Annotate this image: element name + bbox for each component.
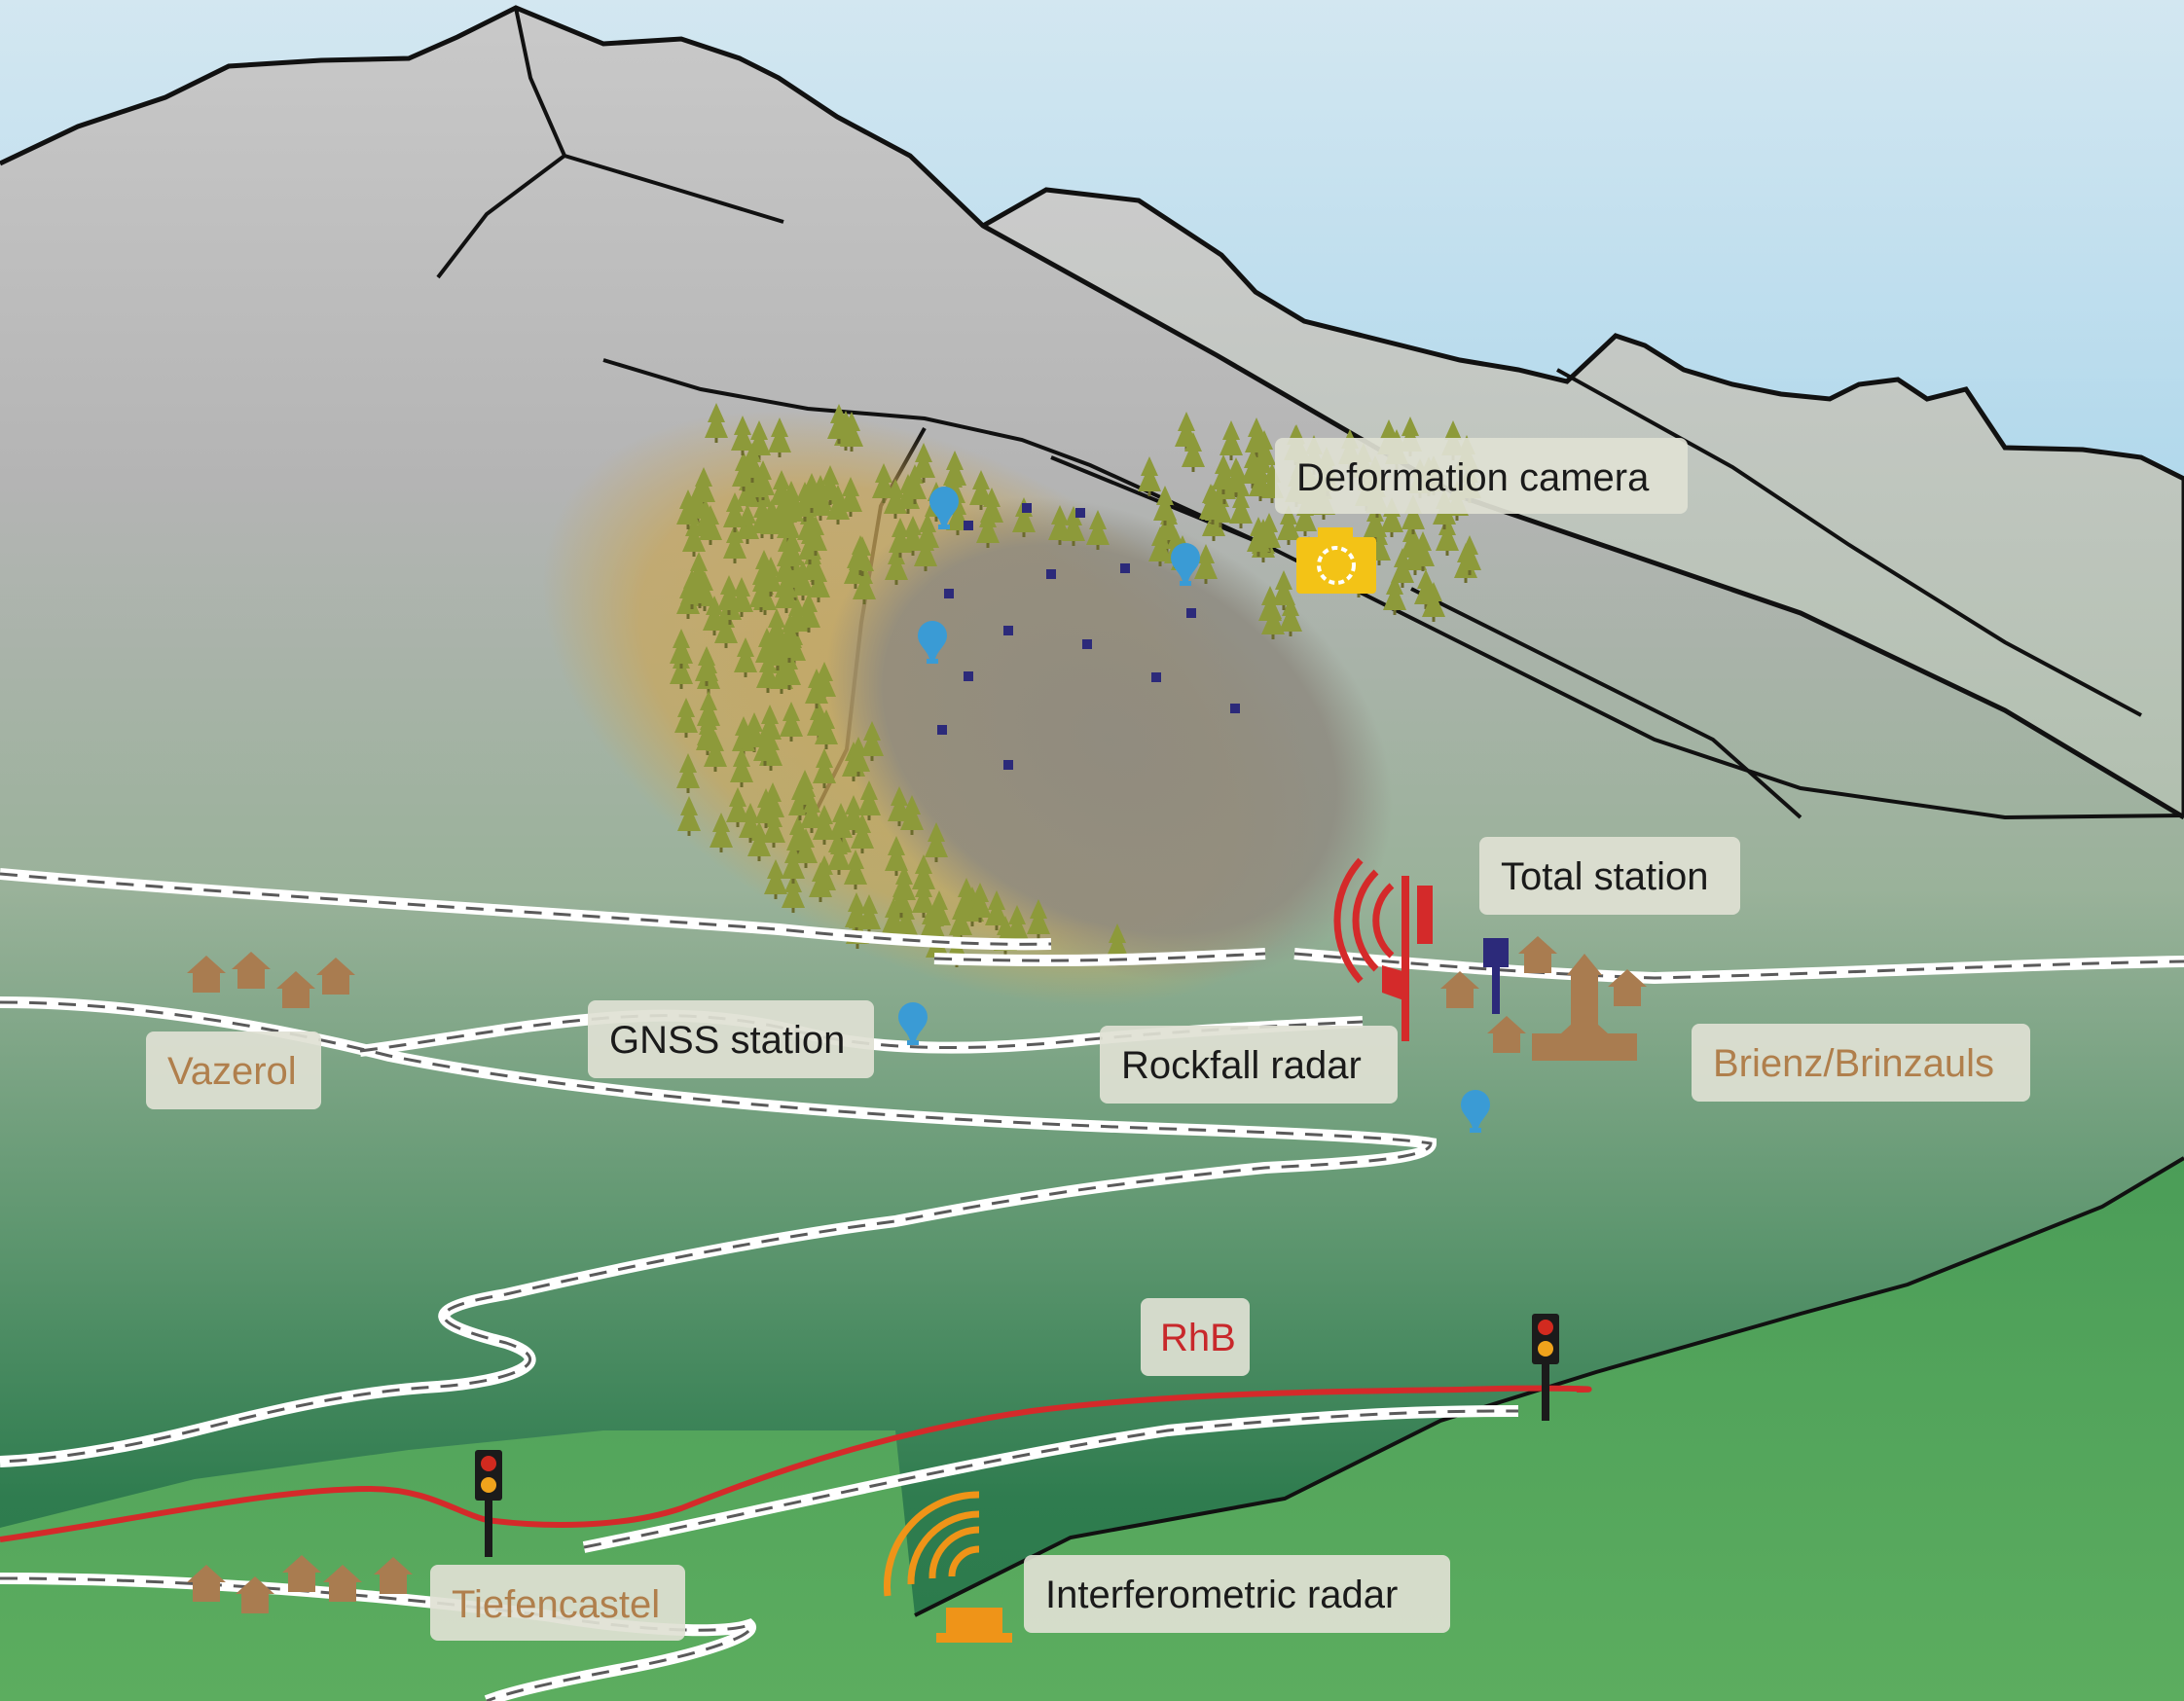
svg-text:Tiefencastel: Tiefencastel: [452, 1583, 660, 1626]
label-rhb: RhB: [1141, 1298, 1250, 1376]
svg-text:Total station: Total station: [1501, 855, 1708, 898]
prism-marker: [1003, 626, 1013, 635]
label-brienz: Brienz/Brinzauls: [1692, 1024, 2030, 1102]
svg-text:Interferometric radar: Interferometric radar: [1045, 1574, 1398, 1616]
camera-icon: [1296, 527, 1376, 594]
railway-line: [0, 1385, 1592, 1542]
prism-marker: [1120, 563, 1130, 573]
label-gnss-station: GNSS station: [588, 1000, 874, 1078]
prism-marker: [1075, 508, 1085, 518]
svg-text:RhB: RhB: [1160, 1317, 1236, 1359]
prism-marker: [964, 521, 973, 530]
prism-marker: [1046, 569, 1056, 579]
prism-marker: [964, 671, 973, 681]
svg-text:Deformation camera: Deformation camera: [1296, 456, 1650, 499]
prism-marker: [1082, 639, 1092, 649]
svg-text:Brienz/Brinzauls: Brienz/Brinzauls: [1713, 1042, 1994, 1085]
village-brienz: [1440, 936, 1647, 1061]
prism-marker: [1022, 503, 1032, 513]
prism-marker: [937, 725, 947, 735]
prism-marker: [944, 589, 954, 598]
total-station-icon: [1483, 938, 1509, 1014]
landslide-core-zone: [825, 497, 1394, 982]
svg-text:Vazerol: Vazerol: [167, 1050, 297, 1093]
svg-text:GNSS station: GNSS station: [609, 1019, 845, 1062]
prism-marker: [1230, 704, 1240, 713]
prism-marker: [1151, 672, 1161, 682]
prism-marker: [1186, 608, 1196, 618]
interferometric-radar-icon: [883, 1491, 1012, 1643]
foreground-slope-edge: [914, 1156, 2184, 1617]
prism-marker: [1003, 760, 1013, 770]
label-deformation-camera: Deformation camera: [1275, 438, 1688, 514]
label-interferometric-radar: Interferometric radar: [1024, 1555, 1450, 1633]
label-tiefencastel: Tiefencastel: [430, 1565, 685, 1641]
label-total-station: Total station: [1479, 837, 1740, 915]
label-vazerol: Vazerol: [146, 1031, 321, 1109]
svg-text:Rockfall radar: Rockfall radar: [1121, 1044, 1362, 1087]
label-rockfall-radar: Rockfall radar: [1100, 1026, 1398, 1104]
rockfall-radar-icon: [1333, 857, 1433, 1041]
total-station-prisms: [937, 503, 1240, 770]
